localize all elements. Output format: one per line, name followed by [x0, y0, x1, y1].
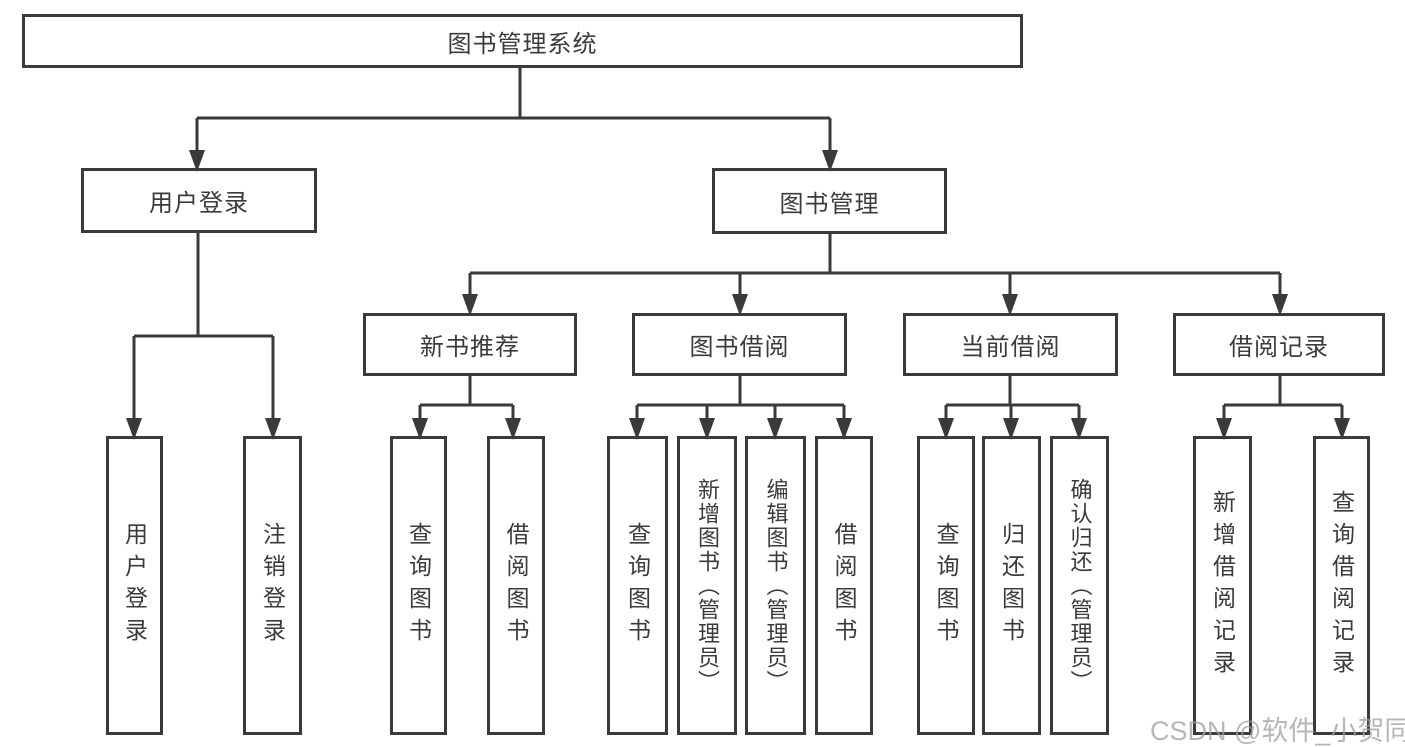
node-user-login-action: 用户登录: [106, 436, 163, 735]
node-cur-confirm-return-admin: 确认归还（管理员）: [1050, 436, 1109, 735]
node-rec2-add-record: 新增借阅记录: [1193, 436, 1252, 735]
node-bor-borrow-books: 借阅图书: [815, 436, 873, 735]
connector-borrow-to-children: [635, 376, 846, 420]
node-new-book-recommend: 新书推荐: [363, 313, 577, 376]
connector-records-to-children: [1222, 376, 1344, 420]
connector-current-to-children: [944, 376, 1081, 420]
node-current-borrow: 当前借阅: [903, 313, 1118, 376]
node-logout-action: 注销登录: [243, 436, 302, 735]
connector-recommend-to-children: [418, 376, 515, 420]
node-book-management: 图书管理: [712, 168, 947, 234]
node-book-borrow: 图书借阅: [632, 313, 847, 376]
connector-login-to-children: [132, 233, 275, 420]
node-borrow-records: 借阅记录: [1173, 313, 1385, 376]
node-bor-add-books-admin: 新增图书（管理员）: [677, 436, 737, 735]
node-rec-borrow-books: 借阅图书: [487, 436, 545, 735]
node-cur-query-books: 查询图书: [917, 436, 975, 735]
connector-mgmt-to-level3: [468, 233, 1282, 296]
node-bor-edit-books-admin: 编辑图书（管理员）: [745, 436, 806, 735]
node-bor-query-books: 查询图书: [607, 436, 668, 735]
node-rec2-query-record: 查询借阅记录: [1313, 436, 1370, 735]
node-user-login: 用户登录: [81, 168, 317, 233]
connector-root-to-level2: [195, 68, 832, 152]
node-library-management-system: 图书管理系统: [22, 14, 1023, 68]
node-rec-query-books: 查询图书: [390, 436, 447, 735]
node-cur-return-books: 归还图书: [982, 436, 1041, 735]
